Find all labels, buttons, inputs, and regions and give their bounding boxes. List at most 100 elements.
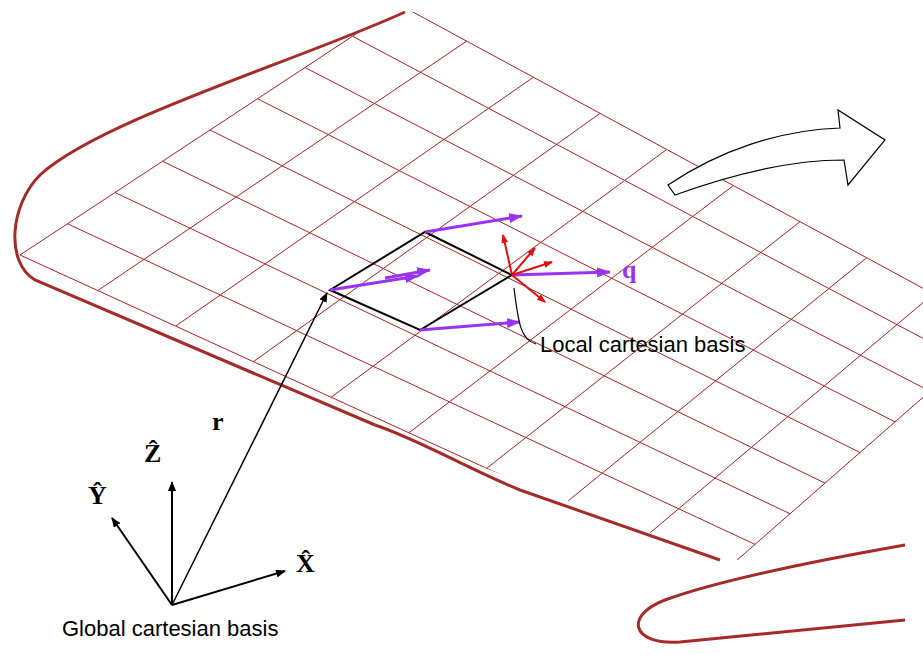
mesh-line xyxy=(679,478,715,509)
mesh-line xyxy=(640,412,678,443)
mesh-line xyxy=(683,283,722,314)
mesh-line xyxy=(565,407,640,443)
mesh-line xyxy=(427,238,499,274)
mesh-line xyxy=(640,442,715,478)
mesh-line xyxy=(220,264,265,295)
mesh-line xyxy=(652,216,693,247)
mesh-line xyxy=(693,186,734,217)
mesh-line xyxy=(220,295,296,331)
mesh-line xyxy=(733,186,800,222)
mesh-line xyxy=(190,228,265,264)
mesh-line xyxy=(470,175,513,206)
mesh-line xyxy=(790,483,825,514)
mesh-line xyxy=(305,36,353,67)
mesh-line xyxy=(490,340,531,371)
mesh-line xyxy=(829,258,867,289)
mesh-line xyxy=(236,166,282,197)
mesh-line xyxy=(600,113,667,149)
mesh-line xyxy=(487,468,565,504)
mesh-line xyxy=(753,350,824,386)
mesh-line xyxy=(564,473,602,504)
mesh-line xyxy=(449,402,525,438)
mesh-line xyxy=(791,289,829,320)
mesh-line xyxy=(373,335,415,366)
mesh-line xyxy=(755,514,790,545)
mesh-line xyxy=(526,438,602,474)
mesh-line xyxy=(20,224,68,255)
mesh-line xyxy=(421,72,489,108)
mesh-line xyxy=(236,197,310,233)
vector-label: q xyxy=(622,256,636,285)
mesh-line xyxy=(489,77,534,108)
mesh-line xyxy=(751,417,787,448)
mesh-line xyxy=(265,264,340,300)
mesh-line xyxy=(829,289,897,325)
mesh-line xyxy=(383,269,457,305)
mesh-line xyxy=(305,68,374,104)
mesh-line xyxy=(867,258,923,294)
mesh-line xyxy=(583,180,625,211)
mesh-line xyxy=(557,113,600,144)
mesh-line xyxy=(722,253,761,284)
mesh-line xyxy=(824,386,895,422)
mesh-line xyxy=(310,202,355,233)
mesh-line xyxy=(144,259,220,295)
mesh-line xyxy=(897,325,923,361)
mesh-line xyxy=(68,224,144,260)
mesh-line xyxy=(571,278,612,309)
mesh-line xyxy=(258,99,329,135)
mesh-line xyxy=(861,325,897,356)
mesh-line xyxy=(400,5,467,41)
mesh-line xyxy=(679,509,755,545)
mesh-line xyxy=(415,335,490,371)
mesh-line xyxy=(163,161,237,197)
mesh-line xyxy=(457,273,499,304)
mesh-line xyxy=(541,211,583,242)
mesh-line xyxy=(115,161,163,192)
callout-label: Local cartesian basis xyxy=(540,333,745,357)
mesh-line xyxy=(399,139,444,170)
mesh-line xyxy=(444,108,489,139)
mesh-line xyxy=(210,130,282,166)
mesh-line xyxy=(144,228,190,259)
mesh-line xyxy=(340,300,415,336)
mesh-line xyxy=(98,259,144,290)
mesh-line xyxy=(715,478,790,514)
mesh-line xyxy=(526,407,565,438)
caption-label: Global cartesian basis xyxy=(62,617,278,641)
mesh-line xyxy=(720,544,755,575)
axis-label: Ŷ xyxy=(88,482,107,511)
mesh-line xyxy=(409,402,450,433)
mesh-line xyxy=(297,331,373,367)
mesh-line xyxy=(374,103,443,139)
mesh-line xyxy=(176,295,221,326)
mesh-line xyxy=(604,376,678,412)
mesh-line xyxy=(788,386,824,417)
mesh-line xyxy=(427,206,470,237)
mesh-line xyxy=(800,222,867,258)
mesh-line xyxy=(258,68,306,99)
mesh-line xyxy=(693,216,761,252)
mesh-line xyxy=(489,108,557,144)
mesh-line xyxy=(602,473,678,509)
mesh-line xyxy=(68,193,116,224)
mesh-line xyxy=(353,36,421,72)
mesh-line xyxy=(565,376,604,407)
mesh-line xyxy=(824,355,860,386)
mesh-line xyxy=(98,291,176,327)
mesh-line xyxy=(328,135,399,171)
mesh-line xyxy=(861,355,923,391)
mesh-line xyxy=(20,255,98,291)
mesh-line xyxy=(421,41,467,72)
mesh-line xyxy=(354,202,426,238)
mesh-line xyxy=(678,381,716,412)
mesh-line xyxy=(860,422,895,453)
mesh-line xyxy=(490,371,565,407)
mesh-line xyxy=(282,135,328,166)
mesh-line xyxy=(449,371,490,402)
mesh-line xyxy=(467,41,534,77)
mesh-line xyxy=(470,206,541,242)
mesh-line xyxy=(499,273,571,309)
